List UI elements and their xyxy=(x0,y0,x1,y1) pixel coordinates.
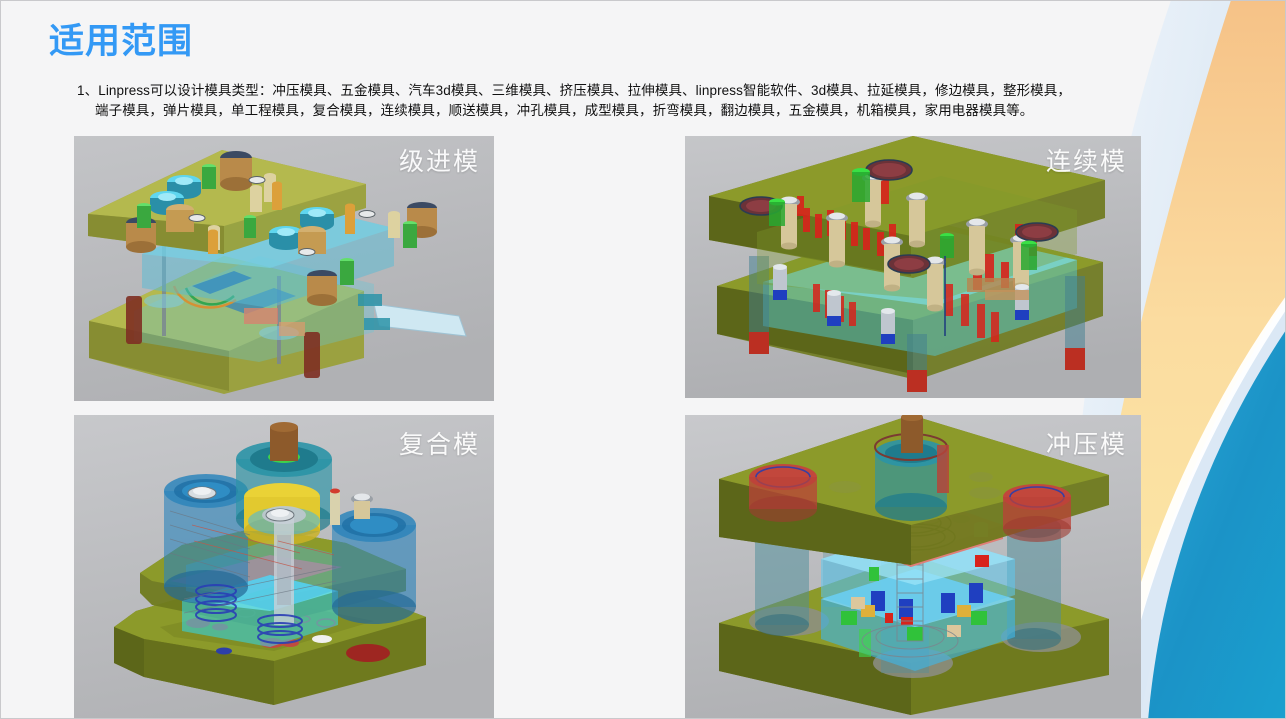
panel-label: 复合模 xyxy=(398,430,480,459)
page-title: 适用范围 xyxy=(49,22,194,61)
image-panel-continuous-die[interactable]: 连续模 xyxy=(685,136,1141,398)
continuous-die-cad-image xyxy=(685,136,1141,398)
panel-label: 级进模 xyxy=(398,147,480,176)
compound-die-cad-image xyxy=(74,415,494,718)
image-panel-stamping-die[interactable]: 冲压模 xyxy=(685,415,1141,718)
stamping-die-cad-image xyxy=(685,415,1141,718)
panel-label: 冲压模 xyxy=(1045,430,1127,459)
image-panel-progressive-die[interactable]: 级进模 xyxy=(74,136,494,401)
progressive-die-cad-image xyxy=(74,136,494,401)
description-paragraph: 1、Linpress可以设计模具类型：冲压模具、五金模具、汽车3d模具、三维模具… xyxy=(77,81,1257,121)
panel-label: 连续模 xyxy=(1045,147,1127,176)
description-line-2: 端子模具，弹片模具，单工程模具，复合模具，连续模具，顺送模具，冲孔模具，成型模具… xyxy=(95,103,1034,118)
description-line-1: 1、Linpress可以设计模具类型：冲压模具、五金模具、汽车3d模具、三维模具… xyxy=(77,83,1071,98)
image-panel-compound-die[interactable]: 复合模 xyxy=(74,415,494,718)
